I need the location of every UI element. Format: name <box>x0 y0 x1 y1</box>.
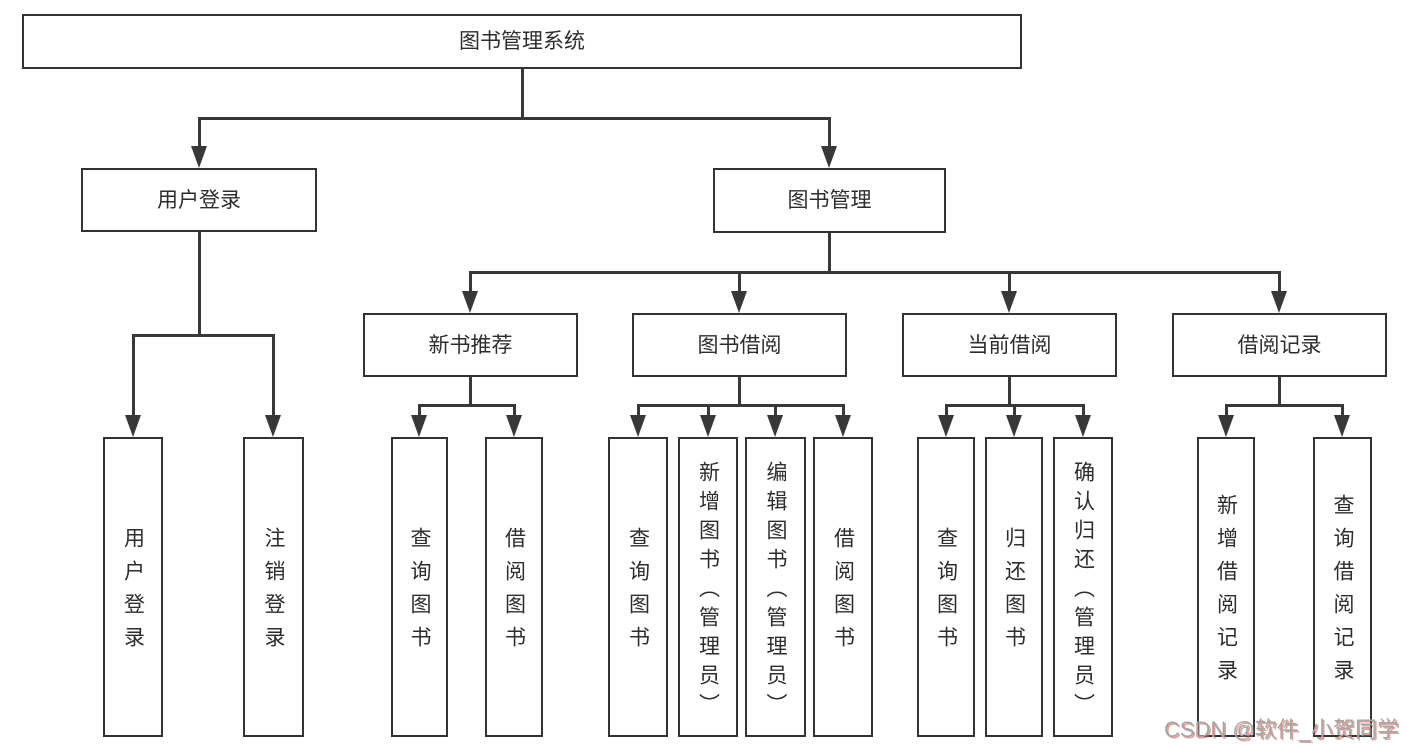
node-borrow-records: 借阅记录 <box>1172 313 1387 377</box>
node-label: 借阅记录 <box>1237 333 1322 357</box>
arrowhead-current-borrow <box>1001 291 1017 313</box>
leaf-label: 归还图书 <box>1002 527 1026 659</box>
arrowhead-new-book <box>462 291 478 313</box>
leaf-add-borrow-record: 新增借阅记录 <box>1197 437 1255 737</box>
arrowhead-borrow-records-leaf-2 <box>1334 415 1350 437</box>
connector-new-book-branch <box>419 404 515 407</box>
arrowhead-book-borrow-leaf-4 <box>835 415 851 437</box>
connector-root-drop-right <box>828 117 831 148</box>
connector-borrow-records-branch <box>1225 404 1343 407</box>
arrowhead-book-borrow-leaf-2 <box>700 415 716 437</box>
arrowhead-new-book-leaf-2 <box>506 415 522 437</box>
leaf-borrow-book-recommend: 借阅图书 <box>485 437 543 737</box>
connector-drop-current-borrow <box>1008 271 1011 293</box>
leaf-query-book-borrow: 查询图书 <box>608 437 668 737</box>
connector-drop-book-borrow <box>738 271 741 293</box>
connector-book-management-branch <box>469 271 1281 274</box>
connector-new-book-drop-1 <box>418 404 421 417</box>
node-label: 当前借阅 <box>967 333 1052 357</box>
arrowhead-borrow-records-leaf-1 <box>1218 415 1234 437</box>
connector-book-management-stem <box>828 233 831 271</box>
connector-user-login-branch <box>132 334 274 337</box>
leaf-label: 编辑图书（管理员） <box>764 460 787 722</box>
csdn-watermark: CSDN @软件_小贺同学 <box>1163 717 1399 742</box>
node-user-login: 用户登录 <box>81 168 317 232</box>
connector-book-borrow-stem <box>738 377 741 405</box>
leaf-label: 新增借阅记录 <box>1214 494 1238 692</box>
leaf-user-login: 用户登录 <box>103 437 163 737</box>
leaf-label: 查询图书 <box>408 527 431 659</box>
connector-current-borrow-drop-1 <box>945 404 948 417</box>
node-label: 图书管理 <box>787 189 872 212</box>
connector-new-book-drop-2 <box>513 404 516 417</box>
connector-book-borrow-drop-1 <box>637 404 640 417</box>
connector-book-borrow-drop-2 <box>707 404 710 417</box>
leaf-label: 注销登录 <box>262 527 285 659</box>
leaf-label: 查询图书 <box>626 527 650 659</box>
leaf-label: 确认归还（管理员） <box>1071 460 1095 722</box>
connector-book-borrow-drop-4 <box>842 404 845 417</box>
leaf-query-book-current: 查询图书 <box>917 437 975 737</box>
node-book-management: 图书管理 <box>713 168 946 233</box>
leaf-query-borrow-record: 查询借阅记录 <box>1313 437 1372 737</box>
arrowhead-book-borrow-leaf-3 <box>767 415 783 437</box>
leaf-confirm-return-admin: 确认归还（管理员） <box>1053 437 1113 737</box>
arrowhead-user-login <box>191 146 207 168</box>
connector-drop-borrow-records <box>1278 271 1281 293</box>
connector-root-branch <box>198 117 830 120</box>
connector-current-borrow-stem <box>1008 377 1011 405</box>
connector-borrow-records-stem <box>1278 377 1281 405</box>
connector-borrow-records-drop-1 <box>1225 404 1228 417</box>
leaf-return-book: 归还图书 <box>985 437 1043 737</box>
arrowhead-borrow-records <box>1271 291 1287 313</box>
connector-user-login-stem <box>198 232 201 334</box>
arrowhead-login-leaf <box>125 415 141 437</box>
arrowhead-new-book-leaf-1 <box>411 415 427 437</box>
leaf-edit-book-admin: 编辑图书（管理员） <box>745 437 806 737</box>
arrowhead-current-borrow-leaf-3 <box>1075 415 1091 437</box>
node-current-borrow: 当前借阅 <box>902 313 1117 377</box>
arrowhead-book-borrow-leaf-1 <box>630 415 646 437</box>
leaf-label: 用户登录 <box>121 527 145 659</box>
leaf-borrow-book: 借阅图书 <box>813 437 873 737</box>
leaf-query-book-recommend: 查询图书 <box>391 437 448 737</box>
node-label: 图书借阅 <box>697 333 782 357</box>
connector-book-borrow-drop-3 <box>774 404 777 417</box>
leaf-add-book-admin: 新增图书（管理员） <box>678 437 738 737</box>
leaf-label: 借阅图书 <box>502 527 526 659</box>
leaf-label: 查询借阅记录 <box>1331 494 1354 692</box>
node-label: 新书推荐 <box>428 333 513 357</box>
connector-borrow-records-drop-2 <box>1341 404 1344 417</box>
arrowhead-logout-leaf <box>265 415 281 437</box>
node-label: 图书管理系统 <box>459 30 585 53</box>
connector-root-drop-left <box>198 117 201 148</box>
connector-new-book-stem <box>469 377 472 405</box>
connector-user-login-drop-1 <box>132 334 135 417</box>
arrowhead-current-borrow-leaf-2 <box>1006 415 1022 437</box>
arrowhead-book-borrow <box>731 291 747 313</box>
connector-user-login-drop-2 <box>272 334 275 417</box>
leaf-label: 借阅图书 <box>831 527 855 659</box>
connector-current-borrow-drop-3 <box>1082 404 1085 417</box>
node-new-book-recommend: 新书推荐 <box>363 313 578 377</box>
arrowhead-book-management <box>821 146 837 168</box>
leaf-label: 新增图书（管理员） <box>696 460 720 722</box>
node-library-management-system: 图书管理系统 <box>22 14 1022 69</box>
connector-book-borrow-branch <box>637 404 844 407</box>
arrowhead-current-borrow-leaf-1 <box>938 415 954 437</box>
connector-root-stem <box>521 69 524 117</box>
node-book-borrow: 图书借阅 <box>632 313 847 377</box>
node-label: 用户登录 <box>157 188 241 212</box>
connector-current-borrow-drop-2 <box>1013 404 1016 417</box>
connector-drop-new-book <box>469 271 472 293</box>
leaf-logout: 注销登录 <box>243 437 304 737</box>
leaf-label: 查询图书 <box>934 527 958 659</box>
